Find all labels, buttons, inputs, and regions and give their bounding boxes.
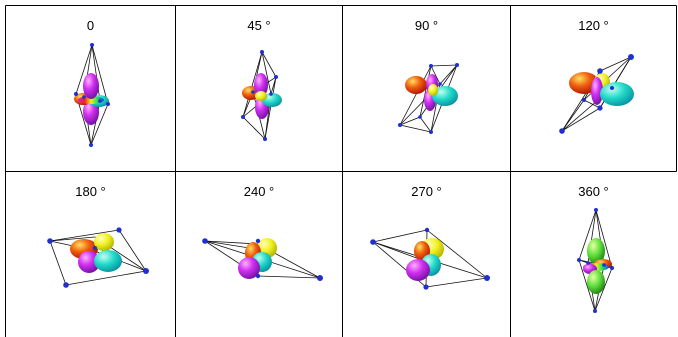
panel-120-figure	[559, 54, 634, 134]
panel-label: 90 °	[414, 18, 439, 33]
panel-0: 0	[6, 6, 175, 171]
panel-45-figure	[241, 50, 282, 141]
panel-270-figure	[370, 227, 490, 290]
panel-label: 360 °	[578, 184, 609, 199]
panel-label: 0	[86, 18, 95, 33]
panel-360: 360 °	[511, 172, 676, 337]
panel-0-figure	[74, 43, 110, 147]
panel-240: 240 °	[176, 172, 342, 337]
panel-180: 180 °	[6, 172, 175, 337]
panel-label: 180 °	[75, 184, 106, 199]
panel-90: 90 °	[343, 6, 510, 171]
panel-label: 45 °	[247, 18, 271, 33]
panel-240-figure	[202, 238, 323, 281]
panel-180-figure	[47, 227, 149, 288]
panel-120: 120 °	[511, 6, 676, 171]
panel-label: 120 °	[578, 18, 609, 33]
panel-label: 240 °	[243, 184, 275, 199]
panel-45: 45 °	[176, 6, 342, 171]
panel-90-figure	[398, 63, 459, 134]
panel-270: 270 °	[343, 172, 510, 337]
panel-360-figure	[577, 208, 614, 313]
panel-label: 270 °	[411, 184, 442, 199]
